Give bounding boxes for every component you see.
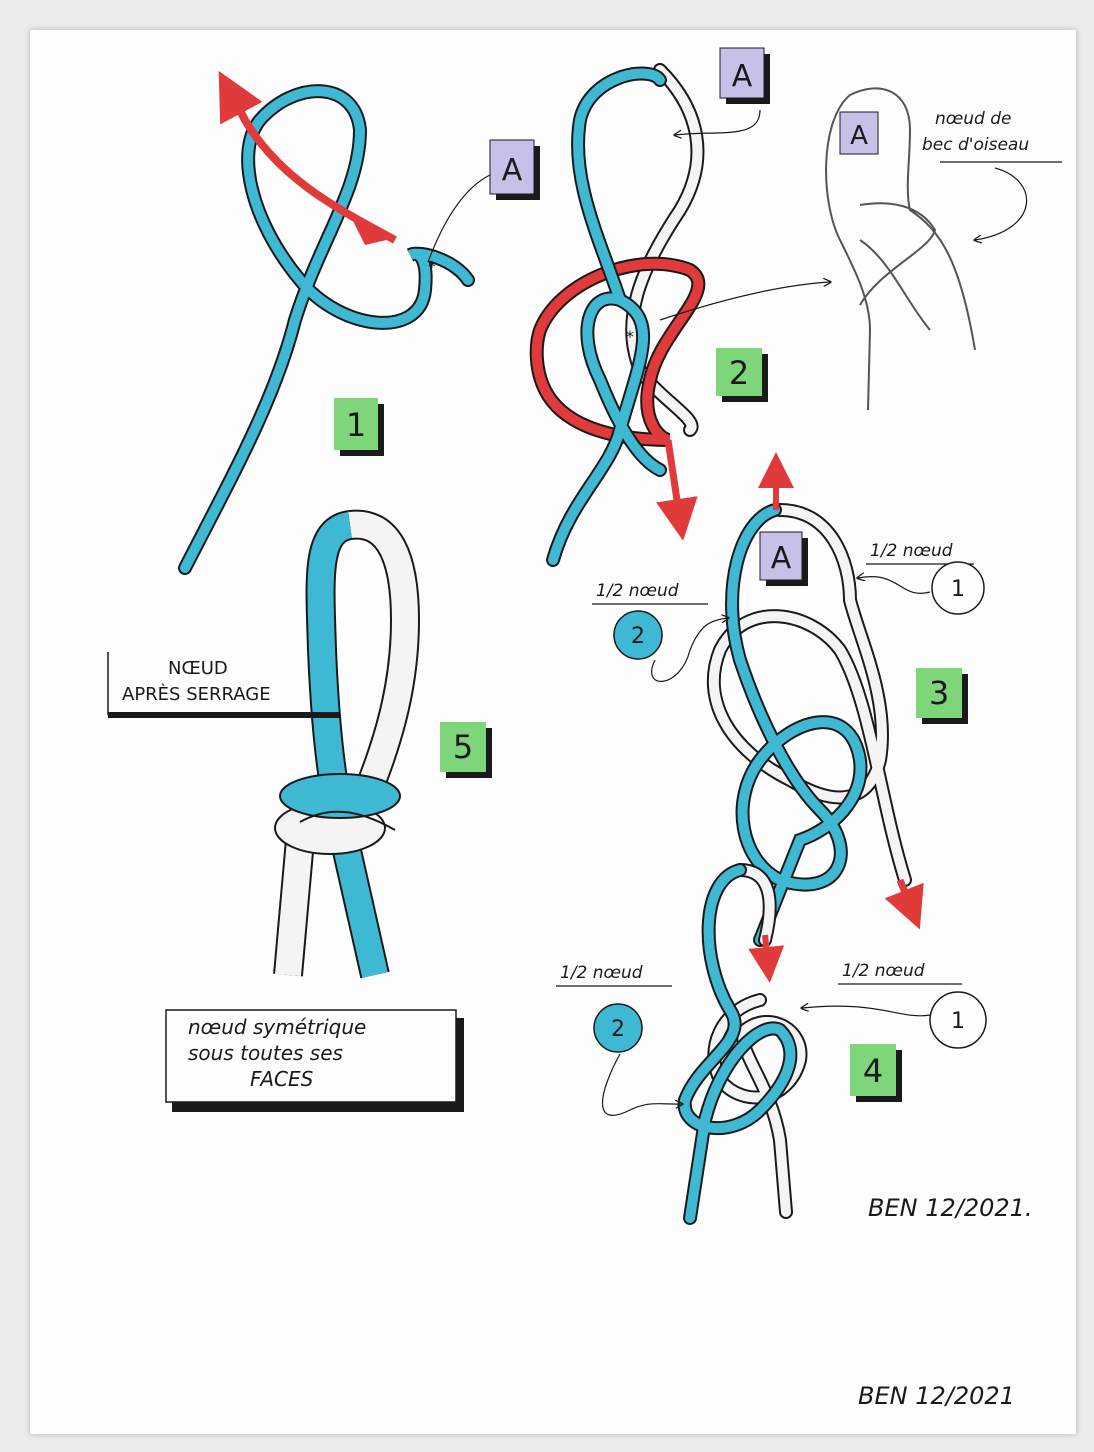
step-badge-5: 5: [440, 722, 492, 778]
step-1-drawing: *: [185, 91, 490, 568]
step-badge-3: 3: [916, 668, 968, 724]
bec-pointer: [975, 168, 1027, 240]
circle-one-step-4: 1: [930, 992, 986, 1048]
step-badge-1: 1: [334, 398, 384, 456]
step-badge-4: 4: [850, 1044, 902, 1102]
circle-two-step-4: 2: [594, 1004, 642, 1052]
symmetric-note-box: nœud symétrique sous toutes ses FACES: [166, 1010, 464, 1112]
step-1-number: 1: [346, 406, 366, 444]
step-badge-2: 2: [716, 348, 768, 402]
half-knot-label-3-left: 1/2 nœud: [596, 581, 679, 601]
symmetric-line3: FACES: [250, 1067, 314, 1091]
step-3-number: 3: [929, 674, 949, 712]
step-1-pointer-line: [428, 175, 490, 262]
step-2-number: 2: [729, 354, 749, 392]
svg-text:2: 2: [631, 624, 645, 649]
svg-text:*: *: [626, 327, 634, 346]
symmetric-line2: sous toutes ses: [188, 1041, 343, 1065]
a-marker-label: A: [850, 121, 868, 151]
half-knot-label-3-right: 1/2 nœud: [870, 541, 953, 561]
svg-text:1: 1: [951, 577, 965, 602]
a-marker-step-1: A: [490, 140, 540, 200]
after-tightening-line2: APRÈS SERRAGE: [122, 683, 271, 705]
after-tightening-line1: NŒUD: [168, 658, 228, 679]
half-knot-label-4-left: 1/2 nœud: [560, 963, 643, 983]
svg-text:1: 1: [951, 1009, 965, 1034]
step-5-number: 5: [453, 728, 473, 766]
bec-label-line2: bec d'oiseau: [922, 135, 1029, 155]
svg-text:2: 2: [611, 1017, 625, 1042]
circle-two-step-3: 2: [614, 611, 662, 659]
half-knot-label-4-right: 1/2 nœud: [842, 961, 925, 981]
signature-bottom: BEN 12/2021: [858, 1382, 1015, 1410]
a-marker-label: A: [502, 153, 523, 188]
after-tightening-label: NŒUD APRÈS SERRAGE: [108, 652, 340, 715]
step-4-number: 4: [863, 1052, 883, 1090]
a-marker-label: A: [732, 59, 753, 94]
circle-one-step-3: 1: [932, 562, 984, 614]
a-marker-step-3: A: [760, 532, 808, 586]
svg-text:*: *: [428, 257, 436, 276]
step-5-drawing: [275, 525, 405, 975]
bec-label-line1: nœud de: [935, 109, 1011, 129]
a-marker-bec: A: [840, 112, 878, 154]
a-marker-step-2: A: [720, 48, 770, 104]
step-1-blue-rope: [185, 91, 468, 568]
signature-middle: BEN 12/2021.: [868, 1194, 1033, 1222]
a-marker-label: A: [771, 541, 792, 576]
step-4-drawing: [685, 870, 801, 1218]
step-2-drawing: *: [537, 70, 830, 560]
symmetric-line1: nœud symétrique: [188, 1015, 366, 1039]
